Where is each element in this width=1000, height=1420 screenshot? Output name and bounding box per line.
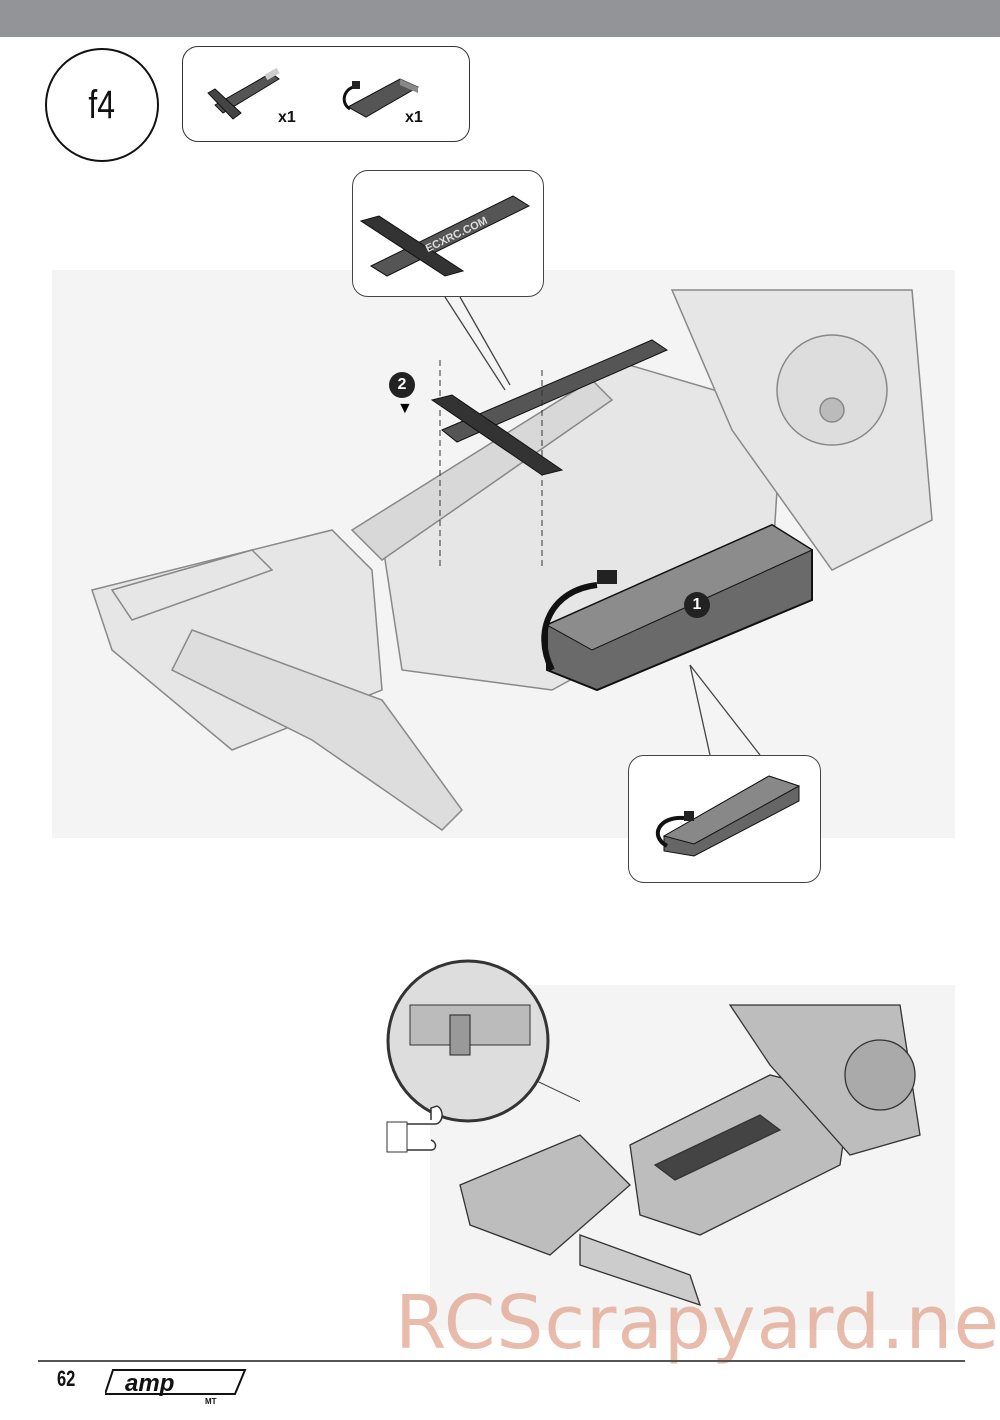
battery-strap-drawing — [430, 339, 669, 570]
magnified-detail — [386, 959, 580, 1123]
battery-strap-detail-icon — [359, 195, 531, 277]
chassis-drawing — [91, 289, 933, 831]
step-2-marker: 2 — [389, 372, 415, 398]
step-label: f4 — [88, 82, 116, 127]
amp-mt-logo: amp MT — [105, 1369, 247, 1406]
svg-text:MT: MT — [205, 1397, 217, 1406]
step-1-marker: 1 — [684, 592, 710, 618]
footer-divider — [38, 1360, 965, 1362]
battery-quantity: x1 — [405, 109, 423, 126]
strap-quantity: x1 — [278, 109, 296, 126]
page-number: 62 — [57, 1366, 76, 1391]
battery-strap-part-icon — [207, 67, 280, 120]
callout-leader-lines — [444, 296, 761, 756]
down-arrow-icon: ▼ — [397, 400, 413, 417]
completed-chassis-drawing — [459, 1004, 921, 1307]
battery-pack-part-icon — [342, 78, 420, 118]
svg-text:amp: amp — [125, 1370, 174, 1397]
battery-pack-drawing — [541, 523, 814, 692]
watermark: RCScrapyard.net — [395, 1280, 1000, 1366]
parts-list-box: x1 x1 — [182, 46, 470, 142]
battery-strap-callout: ECXRC.COM — [352, 170, 544, 297]
chassis-assembly-illustration — [52, 270, 955, 838]
hand-push-icon — [386, 1105, 443, 1153]
battery-callout — [628, 755, 821, 883]
header-bar — [0, 0, 1000, 37]
step-number-circle: f4 — [45, 48, 159, 162]
battery-detail-icon — [655, 775, 801, 857]
